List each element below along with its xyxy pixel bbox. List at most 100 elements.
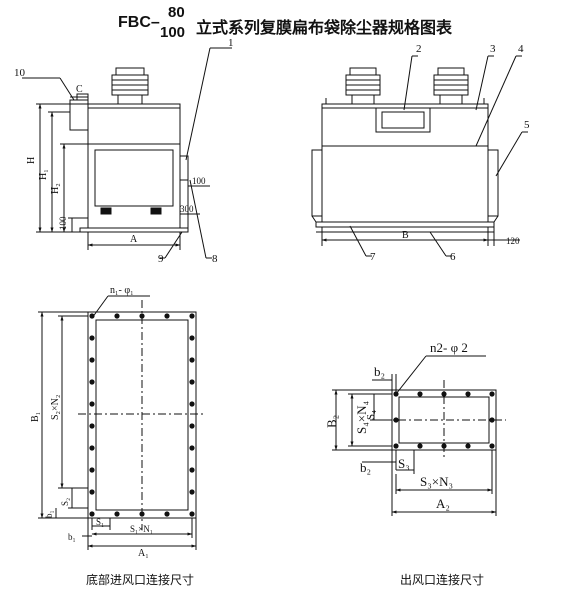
bolt-hole [89,335,95,341]
label-b2-top: b₂ [374,364,385,379]
label-b1-side: b₁ [44,510,54,518]
bolt-hole [164,313,170,319]
dim-300: 300 [180,204,194,214]
callout-10: 10 [14,67,26,79]
bolt-hole [89,313,95,319]
label-S4N4: S₄×N₄ [354,401,369,434]
bolt-hole [139,511,145,517]
label-A2: A₂ [436,496,450,511]
callout-7: 7 [370,251,376,263]
dim-H1: H₁ [38,169,49,180]
label-n2: n2- φ 2 [430,340,468,355]
callout-4: 4 [518,43,524,55]
callout-1: 1 [228,37,234,49]
callout-6: 6 [450,251,456,263]
label-A1: A₁ [138,548,149,559]
inlet-bolt-holes [89,313,195,517]
label-S1N1: S₁×N₁ [130,524,153,534]
bolt-hole [465,443,471,449]
bottom-inlet-drawing [38,295,206,550]
label-S4: S₄ [365,410,377,420]
label-B2: B₂ [324,415,339,428]
label-B1: B₁ [30,412,41,422]
side-upper-box [321,107,489,147]
bolt-hole [89,423,95,429]
bolt-hole [441,443,447,449]
bolt-hole [114,313,120,319]
caption-bottom-inlet: 底部进风口连接尺寸 [86,573,195,587]
callout-3: 3 [490,43,496,55]
outlet-labels: n2- φ 2 b₂ B₂ S₄×N₄ S₄ b₂ S₃ S₃×N₃ A₂ [324,340,468,511]
page-title: FBC– 80 100 立式系列复膜扁布袋除尘器规格图表 [0,4,572,44]
motor-right-icon [433,67,469,105]
bolt-hole [489,391,495,397]
bolt-hole [441,391,447,397]
bolt-hole [489,417,495,423]
bolt-hole [189,489,195,495]
bolt-hole [89,489,95,495]
bolt-hole [189,423,195,429]
bolt-hole [89,511,95,517]
label-b2-bottom: b₂ [360,460,371,475]
bolt-hole [393,391,399,397]
bolt-hole [164,511,170,517]
bolt-hole [189,467,195,473]
side-lower-box [321,145,489,223]
label-n1: n₁- φ₁ [110,285,134,296]
bolt-hole [189,401,195,407]
caption-outlet: 出风口连接尺寸 [400,573,485,587]
label-S3: S₃ [398,456,410,471]
bolt-hole [89,467,95,473]
bolt-hole [393,443,399,449]
dim-A: A [130,234,138,245]
outlet-bolt-holes [393,391,495,449]
motor-icon [106,67,156,105]
side-view [311,55,528,257]
bolt-hole [417,391,423,397]
bolt-hole [89,357,95,363]
front-view [22,47,232,259]
bottom-inlet-labels: n₁- φ₁ B₁ S₂×N₂ b₁ S₂ S₁ S₁×N₁ b₁ A₁ [30,285,153,559]
bolt-hole [89,401,95,407]
title-prefix: FBC– [118,14,160,31]
motor-left-icon [345,67,381,105]
bolt-hole [189,445,195,451]
front-view-labels: 10 1 9 8 C H H₁ H₂ 100 A 100 300 [14,37,234,265]
dim-100-side: 100 [192,176,206,186]
callout-9: 9 [158,253,164,265]
side-panel-left [311,149,323,217]
title-fraction-bottom: 100 [160,24,186,41]
side-panel-right [487,149,499,217]
front-lower-box [87,143,181,229]
bolt-hole [393,417,399,423]
bolt-hole [189,335,195,341]
bolt-hole [417,443,423,449]
dim-C: C [76,84,83,95]
inspection-door [94,149,174,207]
bolt-hole [89,445,95,451]
title-fraction-top: 80 [168,4,185,21]
dim-H: H [26,157,37,164]
bolt-hole [189,511,195,517]
callout-8: 8 [212,253,218,265]
front-base [79,227,189,233]
bolt-hole [89,379,95,385]
side-base [315,221,495,228]
dim-H2: H₂ [50,183,61,194]
callout-5: 5 [524,119,530,131]
outlet-drawing [332,355,506,516]
bolt-hole [189,313,195,319]
dim-B: B [402,230,409,241]
front-top-plate [87,103,181,109]
bolt-hole [189,379,195,385]
label-S2N2: S₂×N₂ [50,395,61,420]
bolt-hole [465,391,471,397]
label-S1: S₁ [96,517,104,527]
label-S3N3: S₃×N₃ [420,474,453,489]
dim-100-bottom: 100 [58,216,68,230]
dim-120: 120 [506,236,520,246]
callout-2: 2 [416,43,422,55]
label-b1-bottom: b₁ [68,532,76,542]
side-view-labels: 2 3 4 5 7 6 B 120 [370,43,530,263]
